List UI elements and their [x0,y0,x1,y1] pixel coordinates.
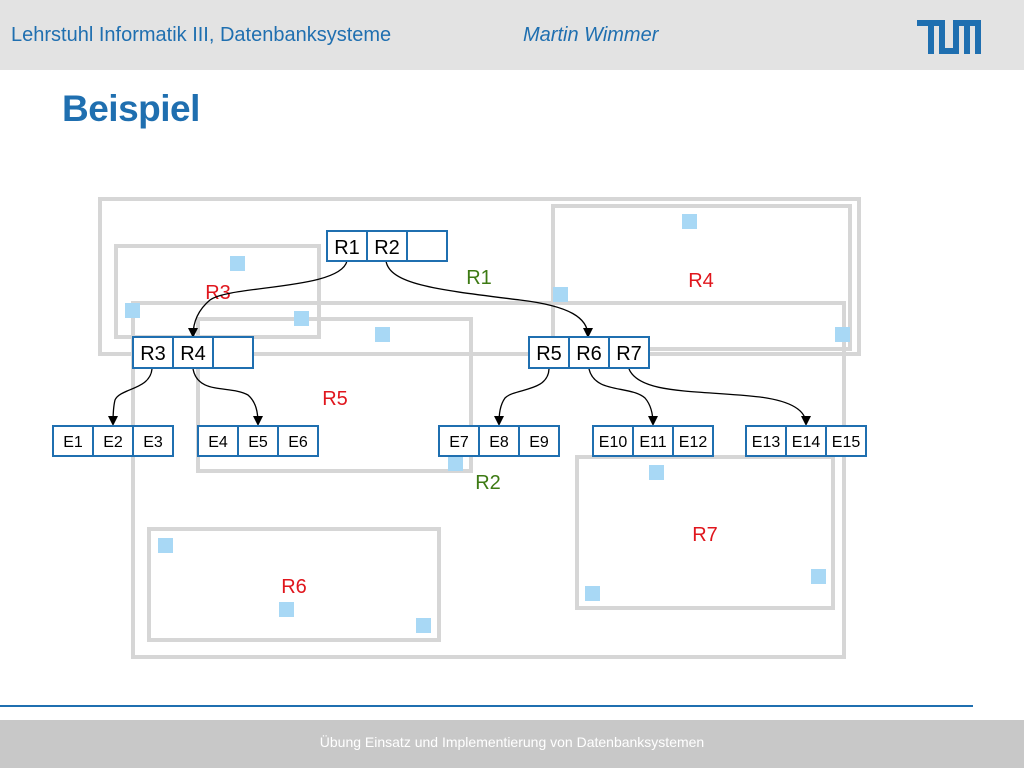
data-point [585,586,600,601]
tree-node-r3r4: R3 R4 [132,336,254,369]
node-entry: R5 [536,343,562,365]
footer-divider [0,705,973,707]
data-point [811,569,826,584]
leaf-entry: E14 [792,434,821,451]
chair-name: Lehrstuhl Informatik III, Datenbanksyste… [11,24,392,46]
region-r6-box [147,527,441,642]
tum-logo [917,20,981,54]
tree-node-r5r7: R5 R6 R7 [528,336,650,369]
tree-leaf-3: E7 E8 E9 [438,425,560,457]
edge-r3-to-leaf1 [108,368,153,426]
region-label-r4: R4 [688,270,714,292]
region-label-r5: R5 [322,388,348,410]
data-point [125,303,140,318]
leaf-entry: E13 [752,434,781,451]
node-entry: R6 [576,343,602,365]
data-point [279,602,294,617]
data-point [553,287,568,302]
leaf-entry: E5 [248,434,268,451]
region-label-r2: R2 [475,472,501,494]
data-point [416,618,431,633]
edge-r7-to-leaf5 [628,368,811,426]
data-point [294,311,309,326]
leaf-entry: E6 [288,434,308,451]
edge-r5-to-leaf3 [494,368,550,426]
region-r4-box [551,204,852,351]
region-r1-box [98,197,861,356]
edge-root-to-r5r7 [385,260,593,338]
leaf-entry: E2 [103,434,123,451]
node-entry: R4 [180,343,206,365]
tree-node-root: R1 R2 [326,230,448,262]
data-point [448,456,463,471]
node-entry: R2 [374,237,400,259]
node-entry: R1 [334,237,360,259]
leaf-entry: E12 [679,434,708,451]
edge-r4-to-leaf2 [192,368,263,426]
region-label-r7: R7 [692,524,718,546]
data-point [375,327,390,342]
leaf-entry: E15 [832,434,861,451]
node-entry: R3 [140,343,166,365]
leaf-entry: E9 [529,434,549,451]
region-label-r1: R1 [466,267,492,289]
region-label-r6: R6 [281,576,307,598]
leaf-entry: E1 [63,434,83,451]
region-r2-box [131,301,846,659]
leaf-entry: E10 [599,434,628,451]
data-point [158,538,173,553]
tree-leaf-1: E1 E2 E3 [52,425,174,457]
slide-title: Beispiel [62,88,200,129]
slide-footer [0,720,1024,768]
author-name: Martin Wimmer [523,24,659,46]
slide-header [0,0,1024,70]
leaf-entry: E7 [449,434,469,451]
leaf-entry: E4 [208,434,228,451]
edge-root-to-r3r4 [188,260,348,338]
data-point [230,256,245,271]
edge-r6-to-leaf4 [588,368,658,426]
leaf-entry: E8 [489,434,509,451]
data-point [649,465,664,480]
tree-leaf-2: E4 E5 E6 [197,425,319,457]
tree-leaf-4: E10 E11 E12 [592,425,714,457]
node-entry: R7 [616,343,642,365]
region-r5-box [196,317,473,473]
footer-text: Übung Einsatz und Implementierung von Da… [319,734,705,750]
leaf-entry: E11 [639,434,666,451]
data-point [835,327,850,342]
data-point [682,214,697,229]
tree-leaf-5: E13 E14 E15 [745,425,867,457]
leaf-entry: E3 [143,434,163,451]
